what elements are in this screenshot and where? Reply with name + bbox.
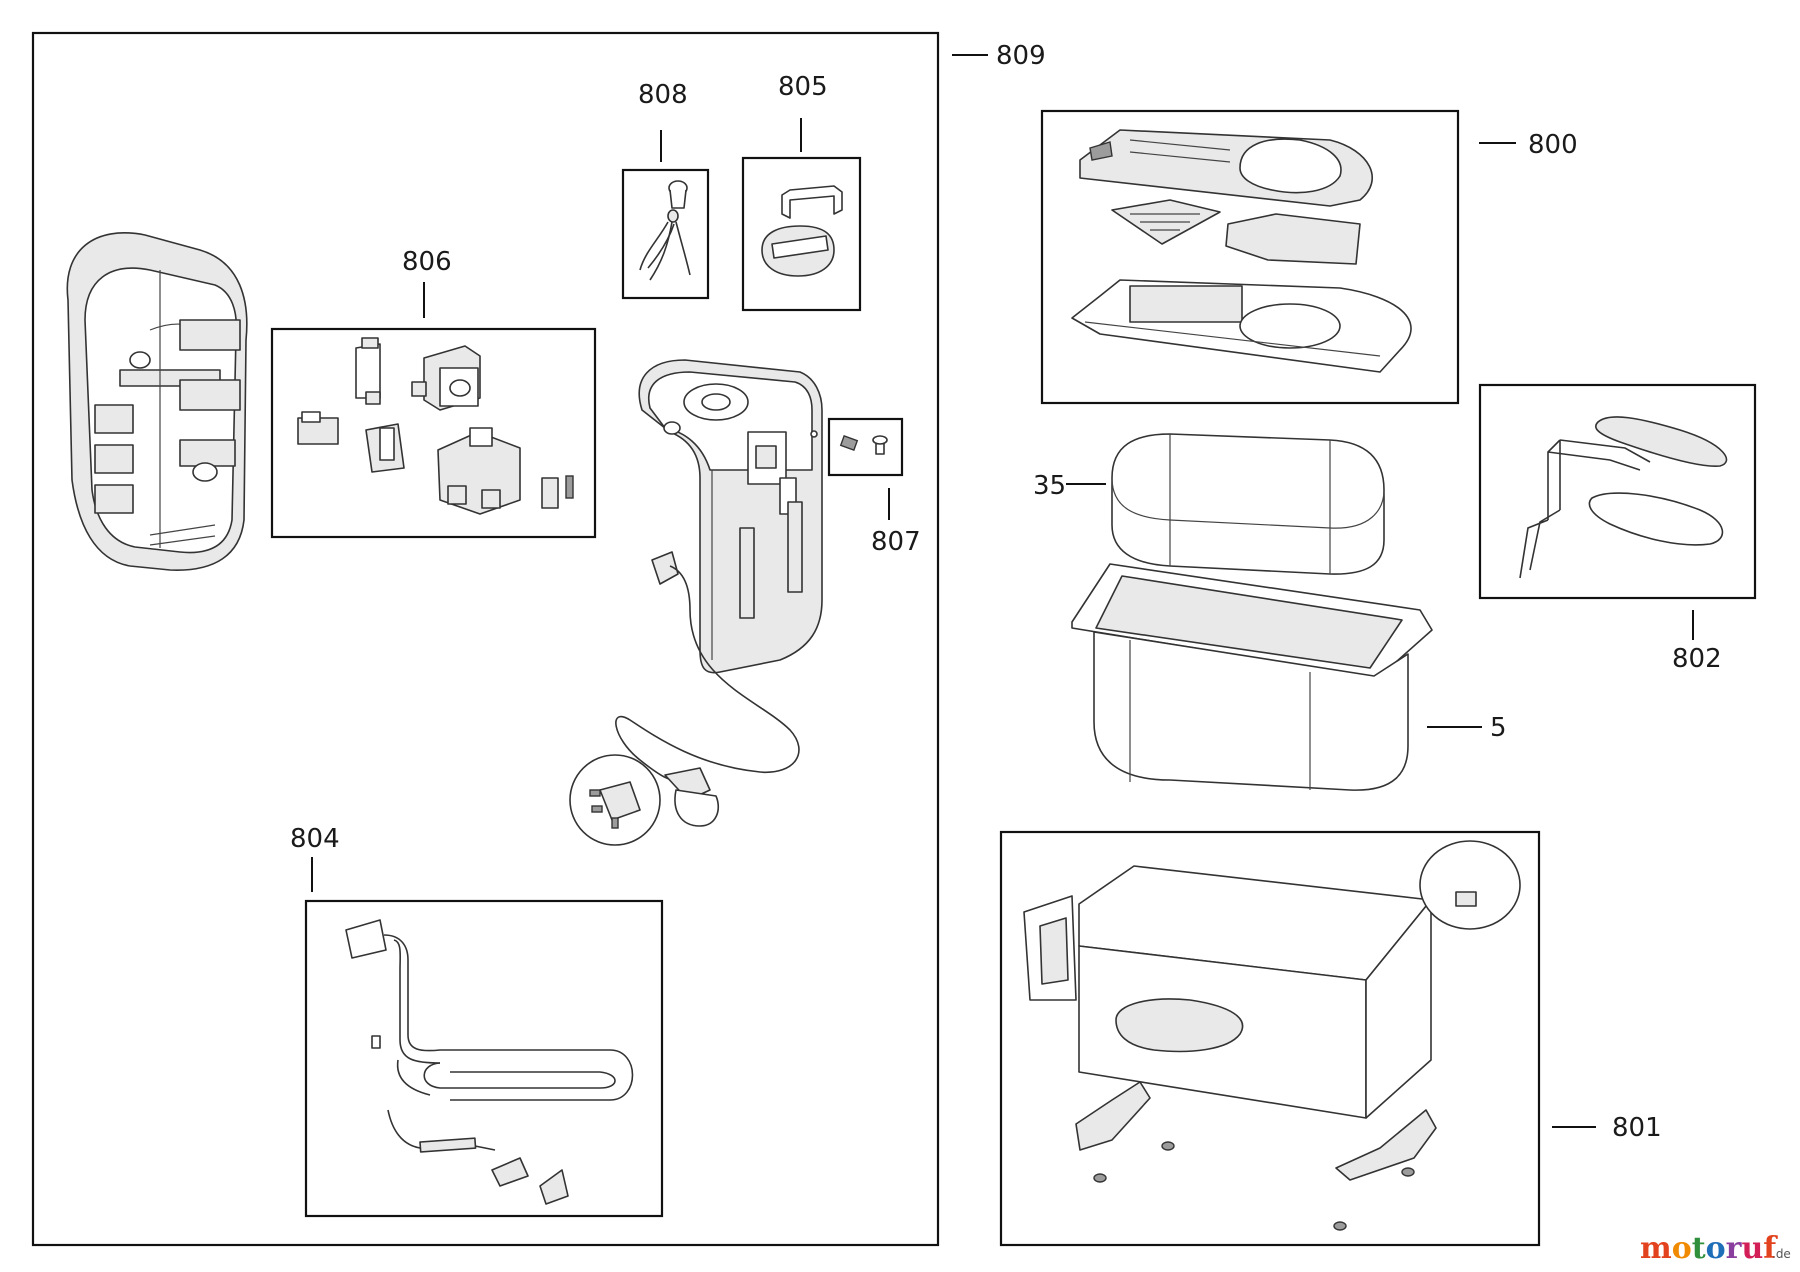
part-label-805: 805 [778, 72, 828, 102]
part-label-35: 35 [1033, 471, 1066, 501]
part-label-808: 808 [638, 80, 688, 110]
switch-components [297, 337, 574, 515]
part-label-802: 802 [1672, 644, 1722, 674]
part-label-5: 5 [1490, 713, 1507, 743]
parts-box-800 [1040, 109, 1460, 405]
oil-container-5 [1071, 563, 1433, 791]
heating-element [345, 919, 634, 1205]
watermark-suffix: .de [1772, 1247, 1791, 1261]
lid-assembly [1071, 129, 1412, 373]
parts-box-806 [270, 327, 597, 539]
power-cord [569, 551, 800, 846]
parts-box-807 [827, 417, 904, 477]
motoruf-watermark: motoruf .de [1640, 1231, 1791, 1266]
parts-box-808 [621, 168, 710, 300]
assembly-frame-809 [31, 31, 940, 1247]
housing-shell [66, 232, 248, 571]
parts-box-805 [741, 156, 862, 312]
parts-box-802 [1478, 383, 1757, 600]
part-label-807: 807 [871, 527, 921, 557]
parts-box-801 [999, 830, 1541, 1247]
part-label-801: 801 [1612, 1113, 1662, 1143]
part-label-804: 804 [290, 824, 340, 854]
control-panel-housing [638, 359, 823, 674]
control-knob [761, 185, 843, 277]
parts-box-804 [304, 899, 664, 1218]
part-label-800: 800 [1528, 130, 1578, 160]
watermark-brand: motoruf [1640, 1231, 1778, 1266]
part-label-806: 806 [402, 247, 452, 277]
outer-housing [1023, 840, 1521, 1231]
screws [839, 435, 888, 455]
basket-handle [1519, 416, 1728, 579]
basket-35 [1111, 433, 1385, 575]
part-label-809: 809 [996, 41, 1046, 71]
indicator-lamp [639, 180, 691, 281]
